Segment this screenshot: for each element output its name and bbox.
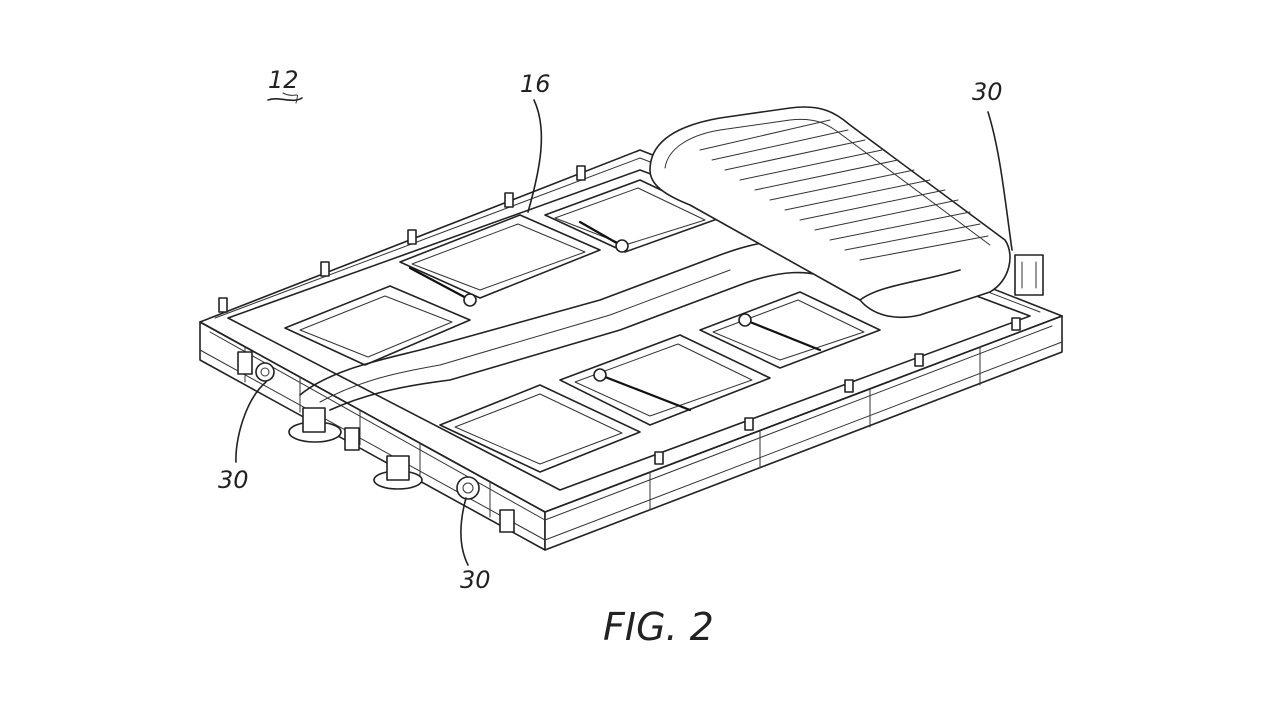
leader-30-bottom — [460, 497, 469, 566]
mount-feet — [288, 407, 515, 533]
ref-numeral-30-left: 30 — [218, 466, 249, 494]
connector-bottom — [456, 476, 480, 500]
ref-numeral-30-top-right: 30 — [972, 78, 1003, 106]
leader-lines — [235, 92, 1013, 566]
ref-numeral-30-bottom: 30 — [460, 566, 491, 594]
leader-30-left — [235, 381, 267, 463]
ref-numeral-12: 12 — [268, 66, 299, 94]
underline-12 — [267, 97, 303, 102]
mounting-studs — [218, 165, 1021, 465]
connector-left — [237, 351, 275, 382]
leader-30-top-right — [987, 111, 1013, 251]
connector-top-right — [1014, 254, 1044, 296]
figure-caption: FIG. 2 — [603, 605, 714, 649]
ref-numeral-16: 16 — [520, 70, 551, 98]
raised-housing — [649, 106, 1011, 319]
leader-16 — [527, 99, 543, 213]
